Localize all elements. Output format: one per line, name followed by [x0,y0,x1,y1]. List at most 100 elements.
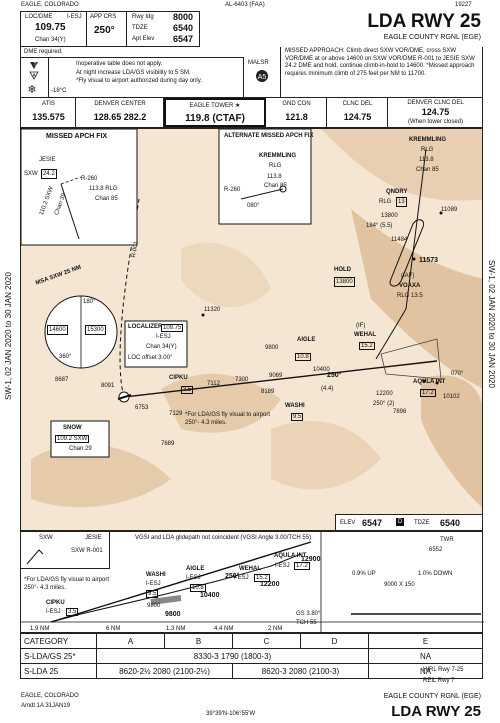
comm-note: (When tower closed) [407,119,464,125]
min-header: CATEGORY [20,633,97,649]
qndry-rlg: RLG [379,199,392,205]
min-value: 8620-3 2080 (2100-3) [232,663,369,679]
margin-left-note: SW-1, 02 JAN 2020 to 30 JAN 2020 [4,272,13,400]
minimums-table: CATEGORY A B C D E S-LDA/GS 25* 8330-3 1… [20,633,483,679]
comm-label: GND CON [282,101,311,107]
footer-amendment: Amdt 1A 31JAN19 [21,703,71,709]
profile-aigle-ident: I-ESJ [186,575,201,581]
notes-block: T A ❄ -18°C Inoperative table does not a… [21,57,244,98]
sxw-label: SXW [24,171,38,177]
app-crs-label: APP CRS [90,14,117,20]
kremmling-plan-label: KREMMLING [409,137,446,143]
profile-washi: WASHI [146,572,166,578]
header-state: EAGLE, COLORADO [21,2,79,8]
comm-freq: 128.65 282.2 [93,112,147,122]
notes-symbols: T A ❄ [21,58,49,98]
min-value: 8330-3 1790 (1800-3) [96,648,369,664]
profile-wehal-dme: 15.2 [254,574,270,582]
comm-label: DENVER CLNC DEL [407,100,464,106]
if-label: (IF) [356,323,366,329]
min-header: C [232,633,301,649]
dme-required: DME required. [24,49,63,55]
elev-9069: 9069 [269,373,283,379]
wehal-dme: 15.2 [359,342,375,350]
comm-label: EAGLE TOWER ★ [189,103,241,109]
malsr-icon: A5 [256,70,268,82]
loc-box-ident: I-ESJ [156,334,171,340]
profile-cipku: CIPKU [46,600,65,606]
comm-label: CLNC DEL [342,101,373,107]
profile-missed-icons: SXW JESIE SXW R-001 [20,531,110,569]
minimums-header-row: CATEGORY A B C D E [20,633,483,649]
profile-tch: TCH 55 [296,620,317,626]
elev-11320: 11320 [204,307,221,313]
profile-washi-dme: 9.5 [146,590,159,598]
voaxa-rlg: RLG 13.5 [397,293,423,299]
procedure-id: AL-6403 (FAA) [225,2,265,8]
profile-aqula-ident: I-ESJ [275,563,290,569]
min-header: E [368,633,483,649]
msa-alt-2: 15300 [85,325,106,335]
aigle-dme: 10.8 [295,353,311,361]
notes-strip: DME required. T A ❄ -18°C Inoperative ta… [20,47,483,98]
msa-brg-360: 360° [59,354,72,360]
profile-alt-9800b: 9800 [165,611,181,618]
comm-label: ATIS [42,101,55,107]
loc-ident: I-ESJ [67,14,82,20]
note-3: *Fly visual to airport authorized during… [76,78,202,84]
comm-label: DENVER CENTER [94,101,146,107]
profile-aigle: AIGLE [186,566,205,572]
washi-dme: 9.5 [291,413,304,421]
snow-chan: Chan 29 [69,446,92,452]
lighting-hirl: HIRL Rwy 7-25 [423,667,464,673]
plan-alt-9800: 9800 [265,345,279,351]
profile-sxw-r001: SXW R-001 [71,548,103,554]
comm-denver-clnc: DENVER CLNC DEL 124.75 (When tower close… [388,98,483,127]
loc-box-freq: 109.75 [161,324,184,332]
d-symbol: D [396,518,405,526]
snow-label: SNOW [63,425,82,431]
kremmling-rlg: RLG [421,147,434,153]
elev-11484: 11484 [391,237,408,243]
svg-text:A: A [32,73,36,79]
rwy-ldg-label: Rwy Idg [132,14,154,20]
profile-slope-2: 1.0% DOWN [418,571,453,577]
vgsi-note: VGSI and LDA glidepath not coincident (V… [135,535,313,541]
comm-atis: ATIS 135.575 [21,98,76,127]
profile-lines [21,532,484,634]
note-1: Inoperative table does not apply. [76,61,163,67]
plan-course: 250° [327,372,342,379]
comm-ground: GND CON 121.8 [266,98,327,127]
profile-twr-elev: 6552 [429,547,443,553]
plan-070: 070° [451,371,464,377]
svg-text:❄: ❄ [27,84,36,96]
profile-view [20,531,484,634]
profile-sxw: SXW [39,535,53,541]
profile-dist-4: 4.4 NM [214,626,234,632]
profile-slope-1: 0.9% UP [352,571,376,577]
elev-7129: 7129 [169,411,183,417]
elev-7689: 7689 [161,441,175,447]
field-data-cell: Rwy Idg 8000 TDZE 6540 Apt Elev 6547 [127,12,201,46]
briefing-strip: LOC/DME I-ESJ 109.75 Chan 34(Y) APP CRS … [20,11,200,47]
alt-rlg-label: RLG [269,163,282,169]
aqula-label: AQULA INT [413,379,446,385]
profile-wehal: WEHAL [239,566,261,572]
snow-freq: 109.2 SXW [55,435,90,443]
jesie-dme: 24.2 [41,169,57,179]
loc-cell: LOC/DME I-ESJ 109.75 Chan 34(Y) [21,12,87,46]
min-header: B [164,633,233,649]
profile-alt-9800a: 9800 [147,603,161,609]
elev-11573: 11573 [419,257,439,264]
malsr-cell: MALSR A5 [244,47,281,97]
profile-alt-10400: 10400 [200,592,220,599]
profile-alt-12900: 12900 [301,556,321,563]
svg-text:T: T [33,62,36,68]
climb-arrow-icon [26,549,44,565]
apt-elev: 6547 [173,34,194,44]
profile-dist-5: 2 NM [268,626,283,632]
profile-cipku-ident: I-ESJ [46,609,61,615]
profile-aqula-dme: 17.2 [294,562,310,570]
profile-alt-12200: 12200 [260,581,280,588]
elev-label: ELEV [340,520,356,526]
